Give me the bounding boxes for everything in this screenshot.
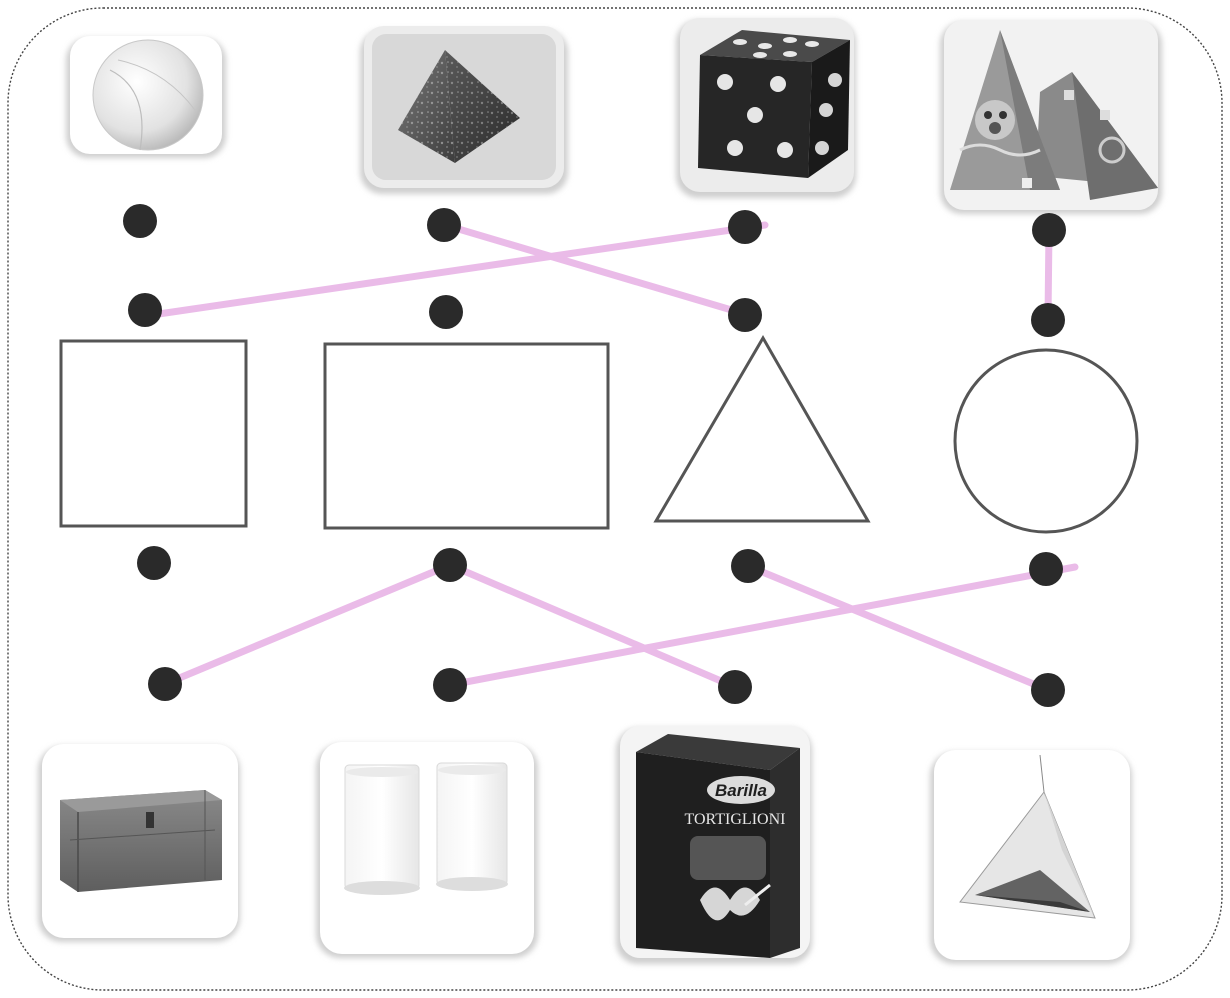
line-rectangle-chest <box>165 565 450 684</box>
party-hat-card <box>940 20 1162 214</box>
rectangle-outline <box>325 344 608 528</box>
circle-outline <box>955 350 1137 532</box>
line-circle-glasses <box>450 567 1075 685</box>
line-rectangle-box <box>450 565 735 687</box>
pasta-brand-text: Barilla <box>715 781 767 800</box>
dot-circle-bottom[interactable] <box>1029 552 1063 586</box>
pasta-product-text: TORTIGLIONI <box>685 811 786 828</box>
box-card: Barilla TORTIGLIONI <box>616 726 812 964</box>
line-pyramid-triangle <box>445 225 745 314</box>
glass-card <box>316 742 538 958</box>
connection-lines <box>145 225 1075 690</box>
dot-ball[interactable] <box>123 204 157 238</box>
dot-pyramid[interactable] <box>427 208 461 242</box>
dice-image <box>698 30 850 178</box>
dice-card <box>676 18 856 198</box>
dot-pasta-box[interactable] <box>718 670 752 704</box>
dot-triangle-bottom[interactable] <box>731 549 765 583</box>
dot-die[interactable] <box>728 210 762 244</box>
dot-circle-top[interactable] <box>1031 303 1065 337</box>
triangle-outline <box>656 338 868 521</box>
square-outline <box>61 341 246 526</box>
line-triangle-teabag <box>748 566 1048 690</box>
dot-chest[interactable] <box>148 667 182 701</box>
dot-party-hats[interactable] <box>1032 213 1066 247</box>
dot-rectangle-bottom[interactable] <box>433 548 467 582</box>
ball-image <box>93 40 203 150</box>
pyramid-card <box>360 26 568 194</box>
teabag-card <box>930 750 1132 964</box>
chest-image <box>60 790 222 892</box>
dot-tea-bag[interactable] <box>1031 673 1065 707</box>
dot-rectangle-top[interactable] <box>429 295 463 329</box>
dot-square-bottom[interactable] <box>137 546 171 580</box>
box-image: Barilla TORTIGLIONI <box>636 734 800 958</box>
dot-glasses[interactable] <box>433 668 467 702</box>
dot-triangle-top[interactable] <box>728 298 762 332</box>
ball-card <box>66 36 226 158</box>
chest-card <box>38 744 240 942</box>
dot-square-top[interactable] <box>128 293 162 327</box>
